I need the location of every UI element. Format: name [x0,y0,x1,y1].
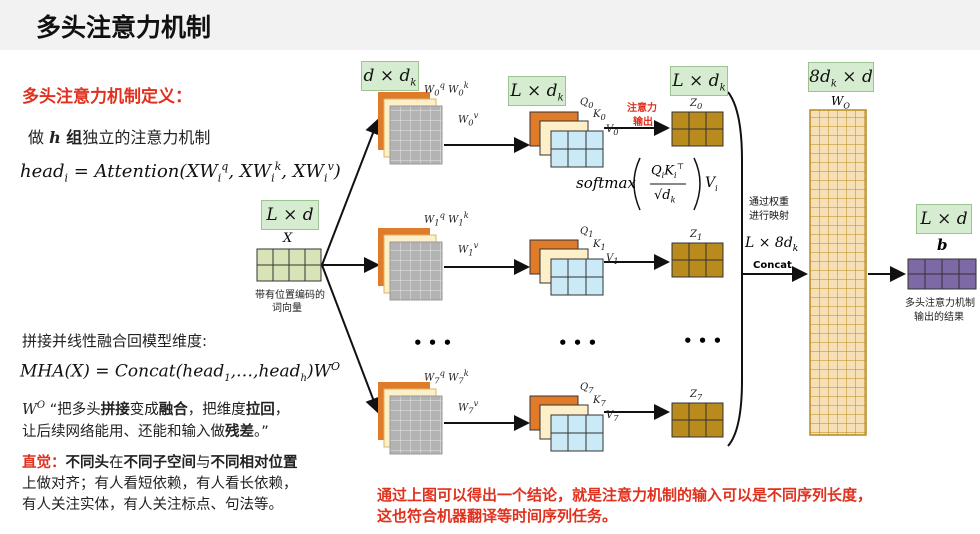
k7-label: K7 [593,395,606,408]
conclusion-line-2: 这也符合机器翻译等时间序列任务。 [377,507,618,525]
weights-dim-box: d × dk [361,61,419,91]
output-dim-box: L × d [916,204,972,234]
z-dim-box: L × dk [670,66,728,96]
v7-label: V7 [606,410,619,423]
intuition-line-2: 上做对齐；有人看短依赖，有人看长依赖， [22,476,298,492]
attention-formula: headi = Attention(XWiq, XWik, XWiv) [20,160,341,185]
qkv-stack-7 [529,395,604,452]
input-caption-1: 带有位置编码的 [255,290,325,301]
output-caption-2: 输出的结果 [914,312,964,323]
qkv-stack-0 [529,111,604,168]
k0-label: K0 [593,109,606,122]
output-caption-1: 多头注意力机制 [905,298,975,309]
v1-label: V1 [606,253,619,266]
mha-formula: MHA(X) = Concat(head1,…,headh)WO [20,360,341,385]
w1v-label: W1v [458,240,479,258]
definition-line: 做 h 组独立的注意力机制 [28,128,211,147]
softmax-denominator: √dk [654,188,676,205]
k1-label: K1 [593,239,606,252]
definition-heading: 多头注意力机制定义： [22,87,192,107]
w0v-label: W0v [458,110,479,128]
v0-label: V0 [606,124,619,137]
input-caption-2: 词向量 [272,303,302,314]
softmax-text: softmax [576,174,636,192]
w7-label: W7q W7k [424,368,469,386]
weight-stack-0 [378,92,443,165]
conclusion-line-1: 通过上图可以得出一个结论，就是注意力机制的输入可以是不同序列长度， [377,486,873,504]
z-block-7 [671,402,724,438]
softmax-v: Vi [705,175,718,193]
q0-label: Q0 [580,97,594,110]
z0-label: Z0 [690,98,703,111]
input-x-matrix [256,248,322,282]
wo-dim-box: 8dk × d [808,62,874,92]
w7v-label: W7v [458,398,479,416]
wo-explanation-2: 让后续网络能用、还能和输入做残差。” [22,424,269,440]
ellipsis-weights: • • • [413,334,453,352]
attn-out-label-1: 注意力 [627,103,657,114]
qkv-dim-box: L × dk [508,76,566,106]
z-block-0 [671,111,724,147]
concat-dim: L × 8dk [745,235,799,254]
input-x-label: X [283,231,293,246]
title-bar [0,0,980,50]
output-b-matrix [907,258,977,290]
page-title: 多头注意力机制 [36,13,212,42]
weight-stack-1 [378,228,443,301]
qkv-stack-1 [529,239,604,296]
z-block-1 [671,242,724,278]
concat-heading: 拼接并线性融合回模型维度: [22,332,208,350]
z7-label: Z7 [690,389,703,402]
q1-label: Q1 [580,226,594,239]
wo-matrix [809,109,867,436]
proj-label-2: 进行映射 [749,211,789,222]
weight-stack-7 [378,382,443,455]
z1-label: Z1 [690,229,703,242]
concat-bracket [727,91,743,447]
arrow-x-to-w0 [321,118,381,266]
attn-out-label-2: 输出 [633,117,653,128]
intuition-line-1: 直觉：不同头在不同子空间与不同相对位置 [22,455,298,471]
output-b-label: b [937,236,948,254]
concat-label: Concat [753,260,792,271]
ellipsis-qkv: • • • [558,334,598,352]
ellipsis-z: • • • [683,332,723,350]
proj-label-1: 通过权重 [749,197,789,208]
input-dim-box: L × d [261,200,319,230]
arrow-x-to-w7 [321,264,381,414]
intuition-line-3: 有人关注实体，有人关注标点、句法等。 [22,497,283,513]
wo-label: WO [831,94,850,111]
wo-explanation-1: WO “把多头拼接变成融合，把维度拉回， [22,400,290,418]
w0-label: W0q W0k [424,80,469,98]
q7-label: Q7 [580,382,594,395]
w1-label: W1q W1k [424,210,469,228]
softmax-numerator: QiKi⊤ [651,162,685,180]
